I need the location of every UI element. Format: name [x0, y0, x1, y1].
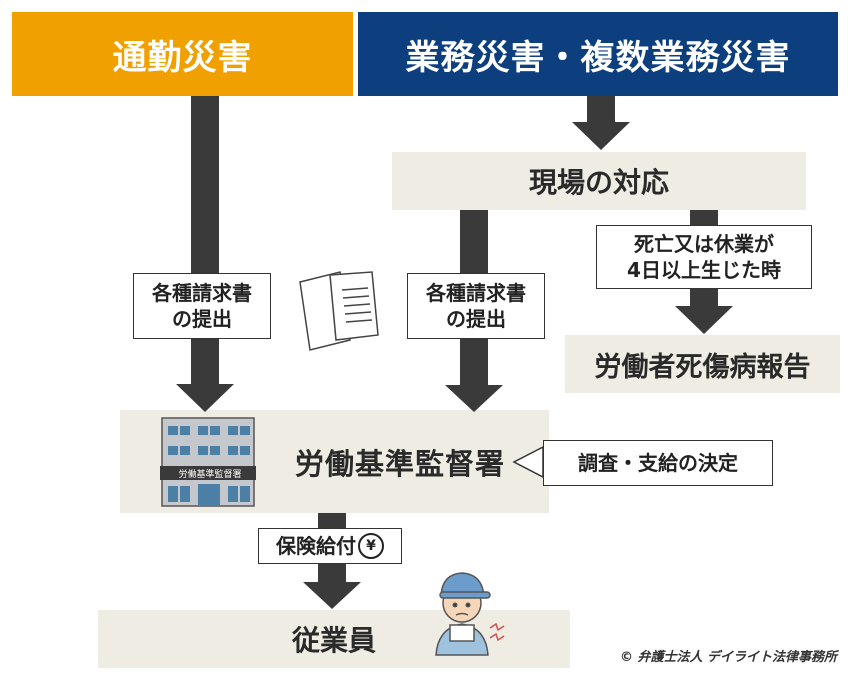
injury-report-box: 労働者死傷病報告 — [565, 335, 840, 393]
claim-submission-label-commute: 各種請求書 の提出 — [133, 273, 271, 339]
labor-office-label: 労働基準監督署 — [295, 447, 506, 481]
commute-accident-header: 通勤災害 — [12, 12, 353, 96]
arrow-commute-to-office — [176, 96, 234, 412]
work-accident-header: 業務災害・複数業務災害 — [358, 12, 838, 96]
employee-box: 従業員 — [98, 610, 570, 668]
worker-icon — [435, 572, 505, 656]
callout-pointer — [512, 445, 544, 479]
decision-label: 調査・支給の決定 — [578, 451, 738, 475]
benefit-text: 保険給付 — [276, 534, 356, 558]
copyright-credit: © 弁護士法人 デイライト法律事務所 — [620, 650, 838, 665]
condition-line1: 死亡又は休業が — [634, 232, 774, 256]
building-icon — [160, 417, 256, 507]
site-response-box: 現場の対応 — [392, 152, 806, 210]
yen-icon: ¥ — [358, 533, 384, 559]
arrow-work-to-site — [572, 96, 630, 150]
claim-label-line1: 各種請求書 — [152, 281, 252, 305]
claim-submission-label-work: 各種請求書 の提出 — [407, 273, 545, 339]
claim-label-line1: 各種請求書 — [426, 281, 526, 305]
documents-icon — [299, 271, 379, 351]
condition-label: 死亡又は休業が 4日以上生じた時 — [596, 225, 812, 289]
insurance-benefit-label: 保険給付 ¥ — [258, 528, 402, 564]
claim-label-line2: の提出 — [172, 307, 232, 331]
decision-callout: 調査・支給の決定 — [543, 440, 773, 486]
condition-line2: 4日以上生じた時 — [627, 258, 781, 282]
claim-label-line2: の提出 — [446, 307, 506, 331]
building-sign: 労働基準監督署 — [178, 469, 242, 480]
